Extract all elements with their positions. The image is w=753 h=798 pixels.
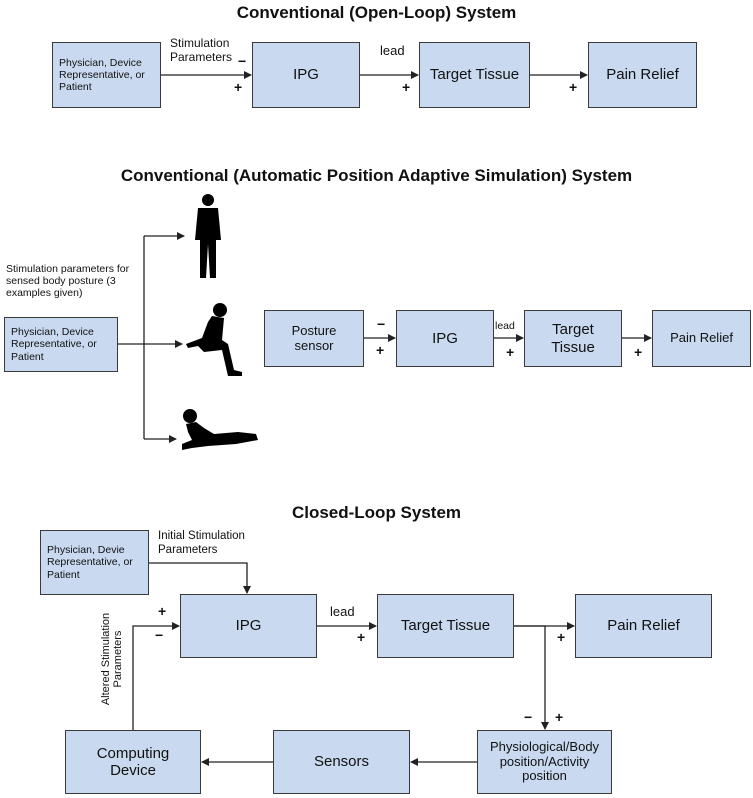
section1-target-box: Target Tissue bbox=[419, 42, 530, 108]
section3-relief-box: Pain Relief bbox=[575, 594, 712, 658]
section3-source-box: Physician, Devie Representative, or Pati… bbox=[40, 530, 149, 595]
section3-minus-sign-ipg: − bbox=[155, 627, 164, 643]
section2-plus-sign-relief: + bbox=[634, 344, 643, 360]
s3-arrow-target-physio bbox=[514, 625, 549, 730]
section2-source-label: Physician, Device Representative, or Pat… bbox=[11, 326, 97, 363]
section1-relief-box: Pain Relief bbox=[588, 42, 697, 108]
section3-physio-box: Physiological/Body position/Activity pos… bbox=[477, 730, 612, 794]
section3-initial-label: Initial Stimulation Parameters bbox=[158, 530, 245, 556]
section3-plus-sign-target: + bbox=[357, 629, 366, 645]
section1-stimulation-label: Stimulation Parameters bbox=[170, 36, 233, 64]
section3-target-label: Target Tissue bbox=[400, 617, 491, 635]
section3-source-label: Physician, Devie Representative, or Pati… bbox=[47, 544, 133, 581]
section3-sensors-label: Sensors bbox=[313, 753, 370, 771]
lying-person-icon bbox=[182, 409, 258, 450]
section2-plus-sign-ipg: + bbox=[376, 342, 385, 358]
section3-computing-label: Computing Device bbox=[96, 744, 170, 779]
section3-sensors-box: Sensors bbox=[273, 730, 410, 794]
section2-posture-sensor-box: Posture sensor bbox=[264, 310, 364, 367]
section2-target-box: Target Tissue bbox=[524, 310, 622, 367]
section2-ipg-label: IPG bbox=[432, 329, 458, 347]
section2-plus-sign-target: + bbox=[506, 344, 515, 360]
section3-target-box: Target Tissue bbox=[377, 594, 514, 658]
section2-relief-box: Pain Relief bbox=[652, 310, 751, 367]
section2-minus-sign: − bbox=[377, 316, 386, 332]
section3-lead-label: lead bbox=[330, 604, 355, 619]
section1-relief-label: Pain Relief bbox=[606, 66, 679, 84]
section1-target-label: Target Tissue bbox=[429, 66, 520, 84]
section3-computing-box: Computing Device bbox=[65, 730, 201, 794]
section3-plus-sign-ipg: + bbox=[158, 603, 167, 619]
section1-plus-sign-ipg: + bbox=[234, 79, 243, 95]
section3-ipg-label: IPG bbox=[235, 617, 262, 635]
section2-stimulation-label: Stimulation parameters for sensed body p… bbox=[6, 263, 130, 299]
sitting-person-icon bbox=[186, 303, 242, 376]
section2-posture-sensor-label: Posture sensor bbox=[291, 322, 337, 353]
section1-minus-sign: − bbox=[238, 53, 247, 69]
section2-relief-label: Pain Relief bbox=[670, 330, 733, 346]
section1-plus-sign-relief: + bbox=[569, 79, 578, 95]
section2-target-label: Target Tissue bbox=[551, 321, 595, 356]
section2-source-box: Physician, Device Representative, or Pat… bbox=[4, 317, 118, 372]
section3-minus-sign-physio: − bbox=[524, 709, 533, 725]
section1-ipg-box: IPG bbox=[252, 42, 360, 108]
section2-ipg-box: IPG bbox=[396, 310, 494, 367]
section3-relief-label: Pain Relief bbox=[607, 617, 680, 635]
section3-ipg-box: IPG bbox=[180, 594, 317, 658]
section1-source-box: Physician, Device Representative, or Pat… bbox=[52, 42, 161, 108]
section3-title: Closed-Loop System bbox=[291, 503, 462, 522]
s3-arrow-computing-ipg bbox=[132, 622, 180, 730]
section3-plus-sign-relief: + bbox=[557, 629, 566, 645]
section2-title: Conventional (Automatic Position Adaptiv… bbox=[120, 166, 633, 185]
section2-lead-label: lead bbox=[495, 320, 515, 332]
section1-ipg-label: IPG bbox=[293, 66, 319, 84]
section1-lead-label: lead bbox=[380, 43, 405, 58]
section1-source-label: Physician, Device Representative, or Pat… bbox=[59, 56, 145, 94]
section1-plus-sign-target: + bbox=[402, 79, 411, 95]
section3-physio-label: Physiological/Body position/Activity pos… bbox=[489, 738, 600, 784]
s3-arrow-source-ipg bbox=[149, 562, 251, 594]
section3-plus-sign-physio: + bbox=[555, 709, 564, 725]
section1-title: Conventional (Open-Loop) System bbox=[236, 3, 517, 22]
standing-person-icon bbox=[195, 194, 221, 278]
